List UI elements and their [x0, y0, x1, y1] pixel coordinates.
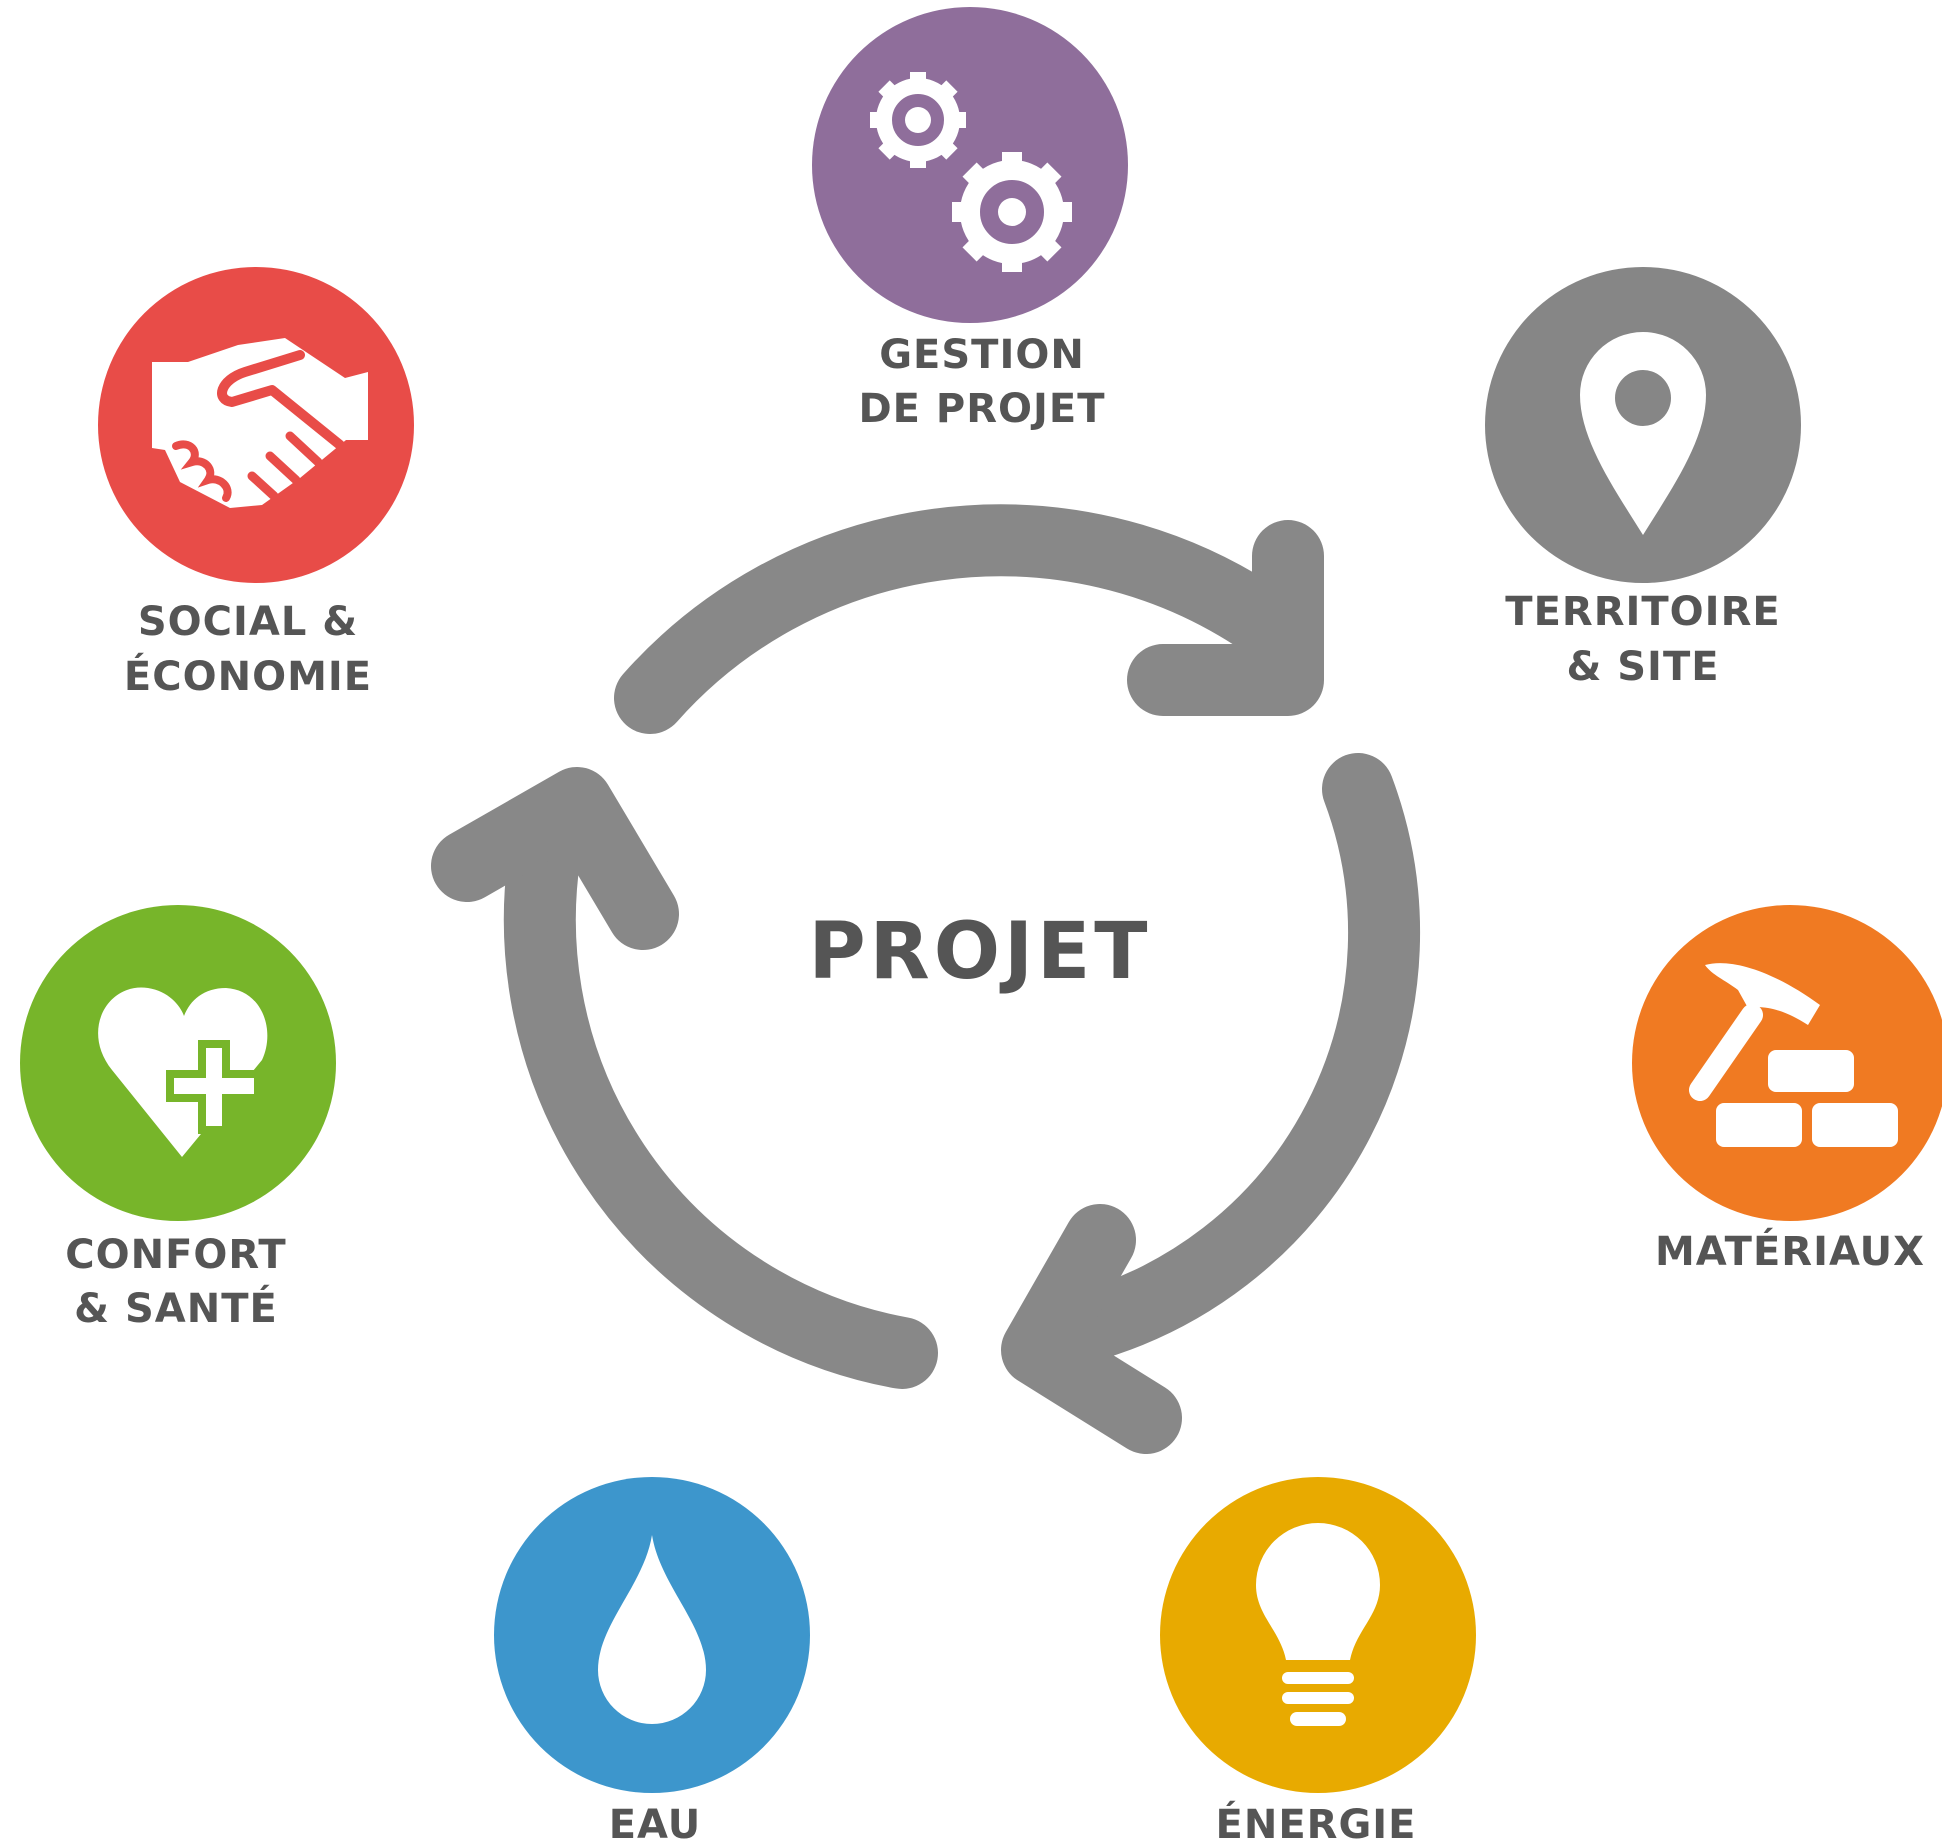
label-confort-line1: CONFORT	[65, 1232, 286, 1278]
lightbulb-icon	[1256, 1523, 1380, 1726]
arrow-top	[614, 504, 1324, 734]
node-social-et-economie: SOCIAL & ÉCONOMIE	[98, 267, 414, 700]
gears-icon	[870, 72, 1072, 272]
hammer-bricks-icon	[1689, 963, 1898, 1147]
arrow-top-head	[1127, 520, 1324, 716]
arrow-left-shaft	[503, 790, 938, 1389]
handshake-icon	[152, 338, 368, 508]
label-territoire-line1: TERRITOIRE	[1505, 589, 1780, 635]
arrow-left-head	[431, 767, 679, 950]
node-gestion-de-projet: GESTION DE PROJET	[812, 7, 1128, 432]
label-confort-line2: & SANTÉ	[74, 1284, 278, 1332]
arrow-right-shaft	[1044, 753, 1421, 1364]
map-pin-icon	[1580, 332, 1706, 535]
label-social-line1: SOCIAL &	[138, 599, 358, 645]
node-energie: ÉNERGIE	[1160, 1477, 1476, 1846]
label-eau: EAU	[609, 1802, 702, 1846]
node-confort-et-sante: CONFORT & SANTÉ	[20, 905, 336, 1332]
arrow-right	[1001, 753, 1421, 1454]
node-materiaux: MATÉRIAUX	[1632, 905, 1942, 1275]
label-energie: ÉNERGIE	[1216, 1800, 1417, 1846]
cycle-arrows	[431, 504, 1421, 1454]
heart-cross-icon	[98, 987, 268, 1157]
label-materiaux: MATÉRIAUX	[1655, 1227, 1925, 1275]
node-eau: EAU	[494, 1477, 810, 1846]
label-territoire-line2: & SITE	[1566, 644, 1719, 690]
arrow-top-shaft	[614, 504, 1290, 734]
center-label: PROJET	[808, 907, 1151, 997]
label-gestion-line2: DE PROJET	[858, 386, 1105, 432]
label-gestion-line1: GESTION	[879, 332, 1085, 378]
arrow-left	[431, 767, 938, 1389]
arrow-right-head	[1001, 1204, 1182, 1454]
node-territoire-et-site: TERRITOIRE & SITE	[1485, 267, 1801, 690]
label-social-line2: ÉCONOMIE	[124, 652, 372, 700]
node-gestion-circle	[812, 7, 1128, 323]
water-drop-icon	[598, 1535, 706, 1724]
